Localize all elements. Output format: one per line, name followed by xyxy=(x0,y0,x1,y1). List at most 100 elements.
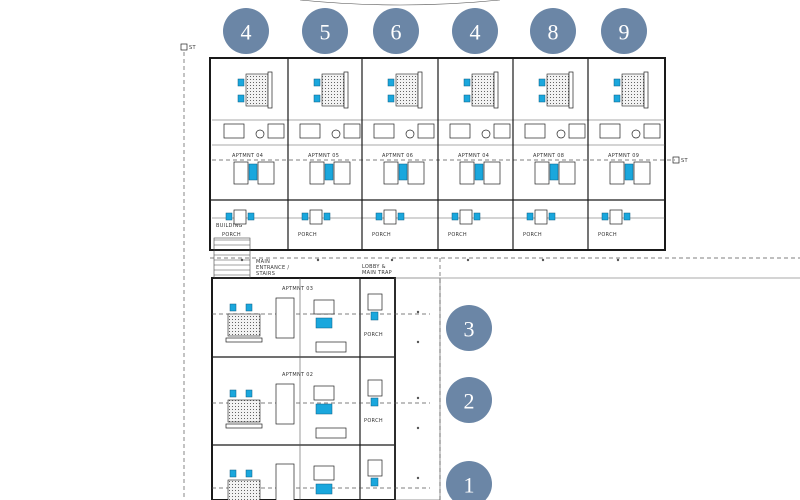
svg-text:MAIN: MAIN xyxy=(256,259,270,265)
bath-block xyxy=(275,297,295,339)
marker-circle xyxy=(452,8,498,54)
chair xyxy=(387,78,395,87)
sofa xyxy=(324,163,334,181)
side-unit-2: PORCH APTMNT 02 xyxy=(225,372,420,439)
toilet xyxy=(331,129,341,139)
living-table xyxy=(313,465,335,481)
unit-marker-top-6: 9 xyxy=(601,8,647,54)
sofa xyxy=(315,403,333,415)
bath-vanity xyxy=(449,123,471,139)
porch-chair xyxy=(601,212,609,221)
marker-number: 1 xyxy=(464,473,475,498)
chair xyxy=(538,94,546,103)
porch-table xyxy=(459,209,473,225)
bed xyxy=(227,313,261,337)
bed xyxy=(395,73,419,107)
sofa xyxy=(315,317,333,329)
unit-marker-top-5: 8 xyxy=(530,8,576,54)
bath-vanity xyxy=(524,123,546,139)
apartment-label: APTMNT 04 xyxy=(458,153,489,159)
section-tag-text: ST xyxy=(681,158,688,164)
porch-label: PORCH xyxy=(222,232,241,238)
porch-chair xyxy=(623,212,631,221)
chair xyxy=(463,94,471,103)
apartment-label: APTMNT 05 xyxy=(308,153,339,159)
marker-circle xyxy=(601,8,647,54)
porch-chair xyxy=(323,212,331,221)
chair xyxy=(229,469,237,478)
living-table xyxy=(609,161,625,185)
porch-chair xyxy=(473,212,481,221)
porch-chair xyxy=(375,212,383,221)
porch-chair xyxy=(247,212,255,221)
marker-circle xyxy=(446,377,492,423)
main-entrance-label: MAIN ENTRANCE / STAIRS xyxy=(256,259,289,277)
unit-marker-top-3: 6 xyxy=(373,8,419,54)
sofa xyxy=(624,163,634,181)
porch-table xyxy=(367,293,383,311)
unit-marker-side-2: 2 xyxy=(446,377,492,423)
living-table xyxy=(313,385,335,401)
porch-chair xyxy=(225,212,233,221)
side-unit-1 xyxy=(227,459,420,500)
title-arc-fragment xyxy=(299,0,501,6)
sofa xyxy=(398,163,408,181)
porch-chair xyxy=(451,212,459,221)
chair xyxy=(613,94,621,103)
building-label: BUILDING xyxy=(216,223,243,229)
apartment-label: APTMNT 02 xyxy=(282,372,313,378)
marker-circle xyxy=(446,305,492,351)
marker-circle xyxy=(302,8,348,54)
section-tag-text: ST xyxy=(189,45,196,51)
toilet xyxy=(405,129,415,139)
sofa xyxy=(549,163,559,181)
sofa xyxy=(474,163,484,181)
bath-block xyxy=(275,463,295,500)
chair xyxy=(245,469,253,478)
porch-table xyxy=(534,209,548,225)
living-table xyxy=(309,161,325,185)
marker-circle xyxy=(446,461,492,500)
porch-table xyxy=(609,209,623,225)
bath-vanity xyxy=(599,123,621,139)
svg-text:ENTRANCE /: ENTRANCE / xyxy=(256,265,289,271)
svg-text:BUILDING: BUILDING xyxy=(216,223,243,229)
main-stairs xyxy=(213,237,251,279)
porch-chair xyxy=(397,212,405,221)
marker-number: 9 xyxy=(619,20,630,45)
chair xyxy=(229,303,237,312)
marker-number: 4 xyxy=(470,20,481,45)
svg-text:LOBBY &: LOBBY & xyxy=(362,264,386,270)
bed xyxy=(227,399,261,423)
living-table xyxy=(313,299,335,315)
porch-table xyxy=(367,459,383,477)
apartment-label: APTMNT 06 xyxy=(382,153,413,159)
porch-label: PORCH xyxy=(364,418,383,424)
porch-chair xyxy=(548,212,556,221)
porch-chair xyxy=(370,397,379,407)
marker-number: 3 xyxy=(464,317,475,342)
bath-block xyxy=(275,383,295,425)
marker-number: 8 xyxy=(548,20,559,45)
porch-table xyxy=(367,379,383,397)
chair xyxy=(313,78,321,87)
porch-label: PORCH xyxy=(364,332,383,338)
marker-circle xyxy=(373,8,419,54)
svg-text:MAIN TRAP: MAIN TRAP xyxy=(362,270,392,276)
porch-label: PORCH xyxy=(598,232,617,238)
bath-vanity xyxy=(223,123,245,139)
apartment-label: APTMNT 08 xyxy=(533,153,564,159)
living-table xyxy=(383,161,399,185)
chair xyxy=(237,78,245,87)
top-unit-4: APTMNT 04 PORCH xyxy=(448,71,511,262)
lobby-label: LOBBY & MAIN TRAP xyxy=(362,264,392,276)
porch-table xyxy=(233,209,247,225)
bed xyxy=(245,73,269,107)
marker-number: 5 xyxy=(320,20,331,45)
porch-label: PORCH xyxy=(448,232,467,238)
toilet xyxy=(255,129,265,139)
chair xyxy=(313,94,321,103)
